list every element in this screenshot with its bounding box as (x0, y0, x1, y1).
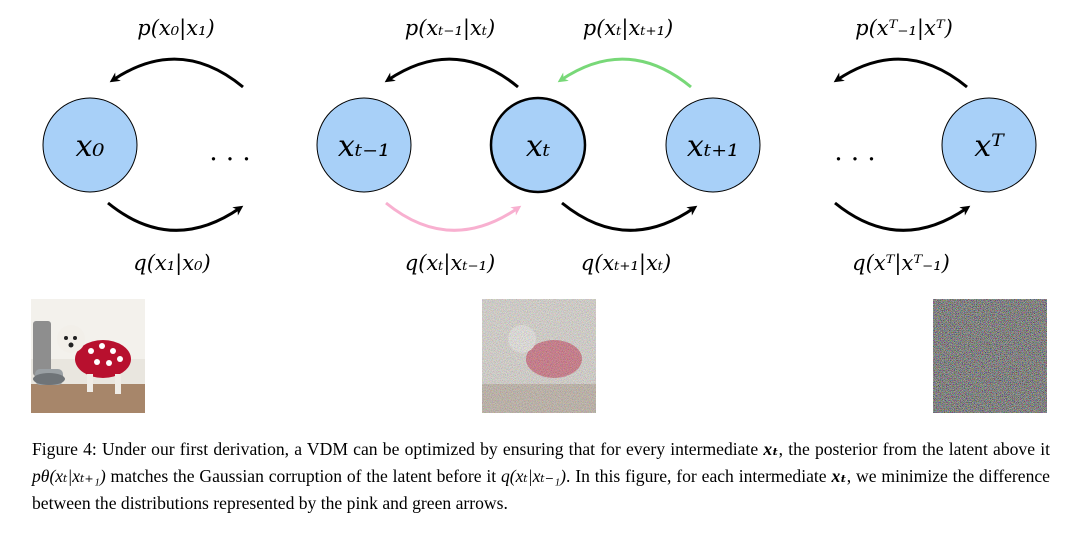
node-x0 (42, 97, 138, 193)
node-xT (941, 97, 1037, 193)
arrow-p-xt-xtp1-green (557, 57, 692, 89)
node-label-x0: x₀ (76, 129, 105, 164)
caption-mid3: . In this figure, for each intermediate (566, 466, 832, 486)
node-label-xt-plus-1: xₜ₊₁ (687, 129, 739, 164)
node-xt-plus-1 (665, 97, 761, 193)
arrow-q-xt-xtm1-pink (385, 201, 522, 232)
figure-caption: Figure 4: Under our first derivation, a … (32, 436, 1050, 517)
label-p-xt-xtp1: p(xₜ|xₜ₊₁) (583, 16, 673, 41)
label-q-xt-xtm1: q(xₜ|xₜ₋₁) (405, 251, 495, 276)
label-q-x1-x0: q(x₁|x₀) (133, 251, 210, 276)
node-label-xT: xᵀ (974, 129, 1005, 164)
caption-suffix: , we minimize the difference between the… (32, 466, 1050, 513)
node-xt-minus-1 (316, 97, 412, 193)
caption-xt-2: xₜ (831, 466, 847, 486)
ellipsis-right: · · · (834, 145, 875, 175)
arrow-p-x0-x1 (109, 57, 244, 89)
ellipsis-left: · · · (209, 145, 250, 175)
caption-mid1: , the posterior from the latent above it (778, 439, 1050, 459)
clean-dog-image (31, 299, 145, 413)
caption-p-theta: pθ(xₜ|xₜ₊₁) (32, 466, 106, 486)
label-p-x0-x1: p(x₀|x₁) (137, 16, 214, 41)
pure-noise-image (933, 299, 1047, 413)
node-label-xt-minus-1: xₜ₋₁ (338, 129, 390, 164)
label-p-xTm1-xT: p(xᵀ₋₁|xᵀ) (855, 16, 953, 41)
arrow-q-xT-xTm1 (834, 201, 971, 232)
noisy-dog-image (482, 299, 596, 413)
label-q-xT-xTm1: q(xᵀ|xᵀ₋₁) (852, 251, 950, 276)
label-q-xtp1-xt: q(xₜ₊₁|xₜ) (581, 251, 671, 276)
caption-q-term: q(xₜ|xₜ₋₁) (500, 466, 567, 486)
label-p-xtm1-xt: p(xₜ₋₁|xₜ) (405, 16, 495, 41)
node-xt (489, 96, 587, 194)
arrow-p-xtm1-xt (384, 57, 519, 89)
vdm-diagram: x₀ xₜ₋₁ xₜ xₜ₊₁ xᵀ · · · · · · p(x₀|x₁) … (42, 16, 1037, 276)
arrow-q-x1-x0 (107, 201, 244, 232)
caption-mid2: matches the Gaussian corruption of the l… (105, 466, 501, 486)
arrow-q-xtp1-xt (561, 201, 698, 232)
caption-xt: xₜ (763, 439, 779, 459)
arrow-p-xTm1-xT (833, 57, 968, 89)
caption-prefix: Figure 4: Under our first derivation, a … (32, 439, 764, 459)
node-label-xt: xₜ (526, 129, 551, 164)
